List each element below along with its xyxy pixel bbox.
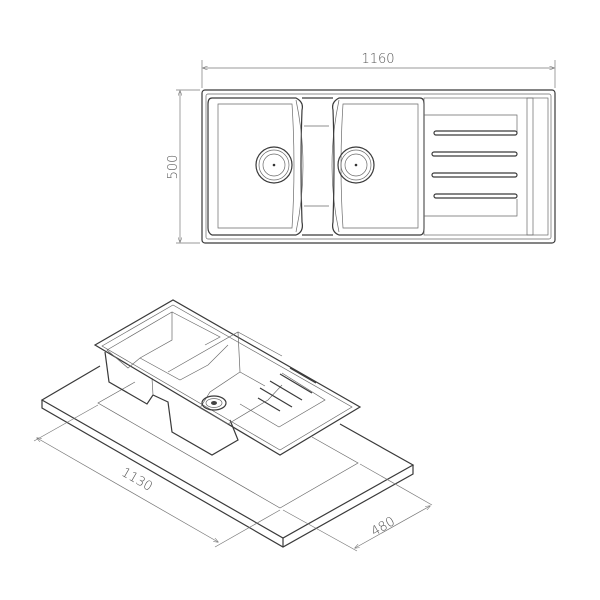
top-view: 1160 500 <box>166 52 556 244</box>
depth-dimension-label: 500 <box>166 155 181 180</box>
width-dimension: 1160 <box>201 52 556 88</box>
drain-iso-icon <box>201 395 227 411</box>
right-drain-icon <box>337 146 375 184</box>
drainboard <box>423 97 549 236</box>
bowl-divider <box>295 97 340 236</box>
cutout-depth-dimension: 480 <box>282 463 433 552</box>
width-dimension-label: 1160 <box>361 52 394 67</box>
depth-dimension: 500 <box>166 89 200 244</box>
cutout-length-dimension: 1130 <box>33 404 281 548</box>
sink-outline <box>201 89 556 244</box>
drainboard-iso <box>239 367 326 428</box>
isometric-view: 1130 480 <box>33 299 433 552</box>
countertop <box>40 365 415 548</box>
drainboard-grooves <box>431 130 518 199</box>
right-bowl <box>332 97 425 236</box>
sink-iso <box>93 299 362 456</box>
left-drain-icon <box>255 146 293 184</box>
cutout-depth-label: 480 <box>369 514 398 539</box>
left-bowl <box>207 97 303 236</box>
